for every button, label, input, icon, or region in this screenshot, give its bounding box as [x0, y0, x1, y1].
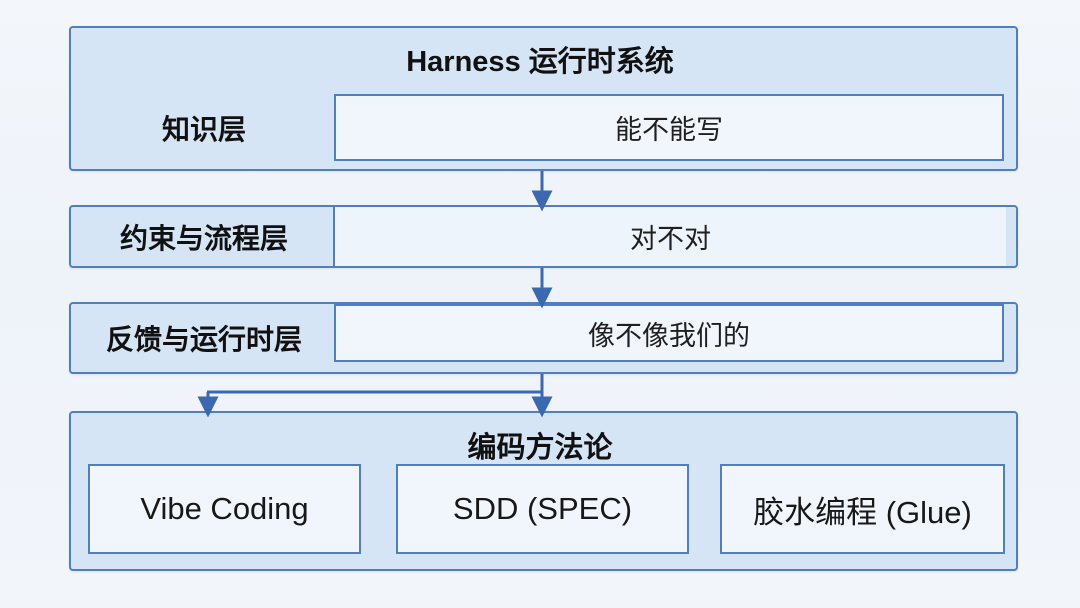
- diagram-title: Harness 运行时系统: [406, 46, 674, 78]
- layer-label-knowledge: 知识层: [161, 114, 246, 145]
- methodology-title: 编码方法论: [467, 432, 613, 464]
- layer-label-constraint: 约束与流程层: [119, 223, 288, 254]
- method-glue-programming: 胶水编程 (Glue): [720, 464, 1005, 554]
- layer-description-constraint: 对不对: [335, 207, 1006, 266]
- method-vibe-coding: Vibe Coding: [88, 464, 361, 554]
- layer-description-feedback: 像不像我们的: [334, 304, 1004, 362]
- layer-label-feedback: 反馈与运行时层: [105, 323, 302, 355]
- constraint-layer-divider: [333, 206, 335, 267]
- method-sdd-spec: SDD (SPEC): [396, 464, 689, 554]
- layer-description-knowledge: 能不能写: [334, 94, 1004, 161]
